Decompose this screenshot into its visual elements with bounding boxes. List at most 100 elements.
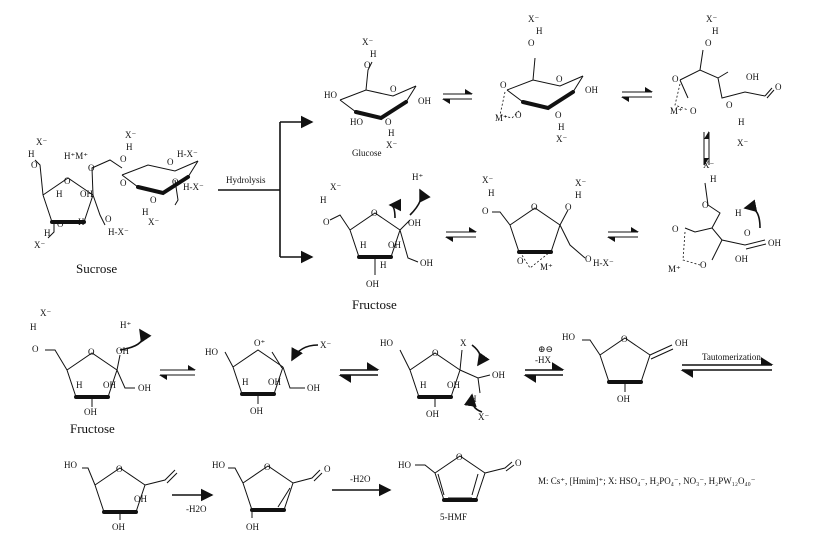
atom-label: H [44,228,51,238]
atom-label: X⁻ [737,138,748,148]
atom-label: O [120,178,127,188]
atom-label: O [172,177,179,187]
atom-label: O [32,344,39,354]
atom-label: H [126,142,133,152]
atom-label: H [370,49,377,59]
open-chain-glucose-complex: X⁻ H O OH O M⁺ O O O H X⁻ [670,14,782,148]
atom-label: O [88,347,95,357]
atom-label: H [30,322,37,332]
atom-label: OH [418,96,431,106]
atom-label: X⁻ [125,130,136,140]
atom-label: O [705,38,712,48]
atom-label: O [585,254,592,264]
atom-label: HO [324,90,337,100]
atom-label: OH [138,383,151,393]
atom-label: O [385,117,392,127]
atom-label: O [167,157,174,167]
keto-furan-intermediate: HO O OH OH [64,460,178,532]
atom-label: H-X⁻ [593,258,614,268]
atom-label: O [531,202,538,212]
hmf-structure: HO O O 5-HMF [398,452,522,522]
atom-label: O [621,334,628,344]
tautomerization-equilibrium: Tautomerization [680,352,774,378]
atom-label: OH [617,394,630,404]
atom-label: HO [212,460,225,470]
atom-label: OH [80,189,93,199]
atom-label: OH [307,383,320,393]
glucose-label: Glucose [352,148,382,158]
atom-label: H⁺M⁺ [64,151,88,161]
atom-label: H [380,260,387,270]
atom-label: H [388,128,395,138]
atom-label: H [360,240,367,250]
plus-minus-label: ⊕⊖ [538,344,553,354]
reaction-arrow-dehydration-1: -H2O [172,488,214,514]
atom-label: O [515,110,522,120]
atom-label: OH [735,254,748,264]
atom-label: OH [112,522,125,532]
atom-label: O [690,106,697,116]
atom-label: O [456,452,463,462]
atom-label: O [500,80,507,90]
atom-label: OH [366,279,379,289]
atom-label: X⁻ [386,140,397,150]
atom-label: M⁺ [668,264,681,274]
atom-label: O [528,38,535,48]
atom-label: M⁺ [670,106,683,116]
atom-label: X⁻ [40,308,51,318]
atom-label: O [105,214,112,224]
atom-label: X⁻ [528,14,539,24]
atom-label: OH [746,72,759,82]
atom-label: O [744,228,751,238]
atom-label: H [735,208,742,218]
atom-label: O [150,195,157,205]
equilibrium-arrow [159,365,196,380]
atom-label: H [710,174,717,184]
glucose-structure: X⁻ H O O HO OH HO O H X⁻ Glucose [324,37,431,158]
equilibrium-arrow [621,87,653,102]
atom-label: X⁻ [34,240,45,250]
atom-label: X [460,338,467,348]
atom-label: X⁻ [706,14,717,24]
atom-label: X⁻ [362,37,373,47]
atom-label: O [432,348,439,358]
atom-label: H [78,217,85,227]
atom-label: X⁻ [478,412,489,422]
atom-label: H [28,149,35,159]
atom-label: O [323,217,330,227]
atom-label: OH [388,240,401,250]
fructose-structure-top: X⁻ H O O H⁺ OH H OH H OH OH Fructose [320,172,433,312]
fructose-label-row3: Fructose [70,421,115,436]
atom-label: H [56,189,63,199]
atom-label: O⁺ [254,338,265,348]
hmf-label: 5-HMF [440,512,467,522]
sucrose-structure: X⁻ H O O H⁺M⁺ O H OH O H H X⁻ O H-X⁻ X⁻ … [28,130,204,276]
atom-label: H-X⁻ [108,227,129,237]
atom-label: H [470,394,477,404]
glucose-metal-complex: X⁻ H O O O M⁺ O OH O H X⁻ [495,14,598,144]
atom-label: H [488,188,495,198]
atom-label: O [517,256,524,266]
atom-label: O [515,458,522,468]
atom-label: OH [768,238,781,248]
atom-label: O [726,100,733,110]
legend-text: M: Cs⁺, [Hmim]⁺; X: HSO₄⁻, H₂PO₄⁻, NO₃⁻,… [538,476,756,486]
atom-label: OH [492,370,505,380]
atom-label: O [120,154,127,164]
atom-label: OH [103,380,116,390]
atom-label: H [738,117,745,127]
oxocarbenium-intermediate: HO O⁺ X⁻ H OH OH OH [205,338,331,416]
atom-label: H [320,195,327,205]
atom-label: OH [675,338,688,348]
atom-label: X⁻ [575,178,586,188]
x-adduct-intermediate: HO O X H OH OH H X⁻ OH [380,338,505,422]
fructose-metal-complex: X⁻ H O O O H X⁻ O M⁺ O H-X⁻ [482,175,614,272]
atom-label: H [536,26,543,36]
enol-complex: X⁻ H O H O OH O M⁺ O OH [668,160,781,274]
atom-label: O [31,160,38,170]
atom-label: OH [268,377,281,387]
atom-label: O [555,110,562,120]
equilibrium-arrow [442,89,473,104]
atom-label: O [700,260,707,270]
equilibrium-arrow-vertical [703,131,710,166]
